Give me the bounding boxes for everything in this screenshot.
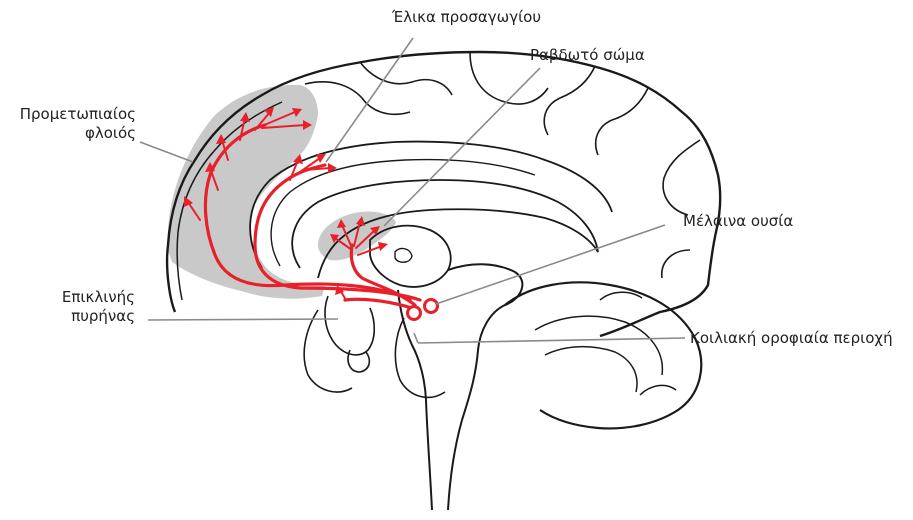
- substantia-nigra-nucleus: [425, 300, 438, 313]
- pituitary-outline: [348, 350, 369, 372]
- label-rabdoto-soma: Ραβδωτό σώμα: [530, 46, 645, 65]
- accumbens-pathway: [345, 299, 412, 308]
- leader-line-rabdoto: [384, 68, 540, 226]
- label-epiklinis-line1: Επικλινής: [0, 288, 135, 307]
- leader-line-epiklinis: [148, 319, 338, 320]
- cerebellum-folia: [600, 292, 642, 300]
- cerebellum-folia: [640, 385, 676, 395]
- sulcus-line: [596, 88, 648, 155]
- arrowhead: [378, 242, 388, 251]
- sulcus-line: [662, 250, 690, 278]
- cerebellum-outline: [505, 282, 701, 428]
- sulcus-line: [544, 66, 595, 135]
- leader-line-koiliaki: [414, 333, 418, 343]
- label-prometopiaios-flioios: Προμετωπιαίος φλοιός: [0, 105, 136, 143]
- hypothalamus-outline: [325, 296, 374, 355]
- ventricle-outline: [395, 249, 412, 263]
- vta-nucleus: [408, 307, 421, 320]
- label-koiliaki-orofiaia: Κοιλιακή οροφιαία περιοχή: [690, 329, 893, 348]
- label-elika-prosagogiou: Έλικα προσαγωγίου: [392, 8, 541, 27]
- leader-line-prometopiaios: [140, 142, 193, 162]
- label-epiklinis-pyrinas: Επικλινής πυρήνας: [0, 288, 135, 326]
- leader-line-koiliaki: [418, 338, 685, 343]
- sulcus-line: [305, 82, 410, 114]
- label-melaina-ousia: Μέλαινα ουσία: [683, 212, 793, 231]
- arrowhead: [316, 154, 326, 163]
- pons-outline: [395, 318, 445, 397]
- sulcus-line: [663, 140, 700, 215]
- cerebellum-folia: [535, 316, 662, 375]
- label-epiklinis-line2: πυρήνας: [0, 307, 135, 326]
- label-prometopiaios-line1: Προμετωπιαίος: [0, 105, 136, 124]
- temporal-lobe-outline: [304, 310, 352, 392]
- sulcus-line: [360, 62, 452, 95]
- label-prometopiaios-line2: φλοιός: [0, 124, 136, 143]
- brainstem-front-outline: [398, 290, 432, 510]
- cingulate-gyrus-outline: [250, 142, 612, 268]
- cerebellum-folia: [545, 347, 637, 392]
